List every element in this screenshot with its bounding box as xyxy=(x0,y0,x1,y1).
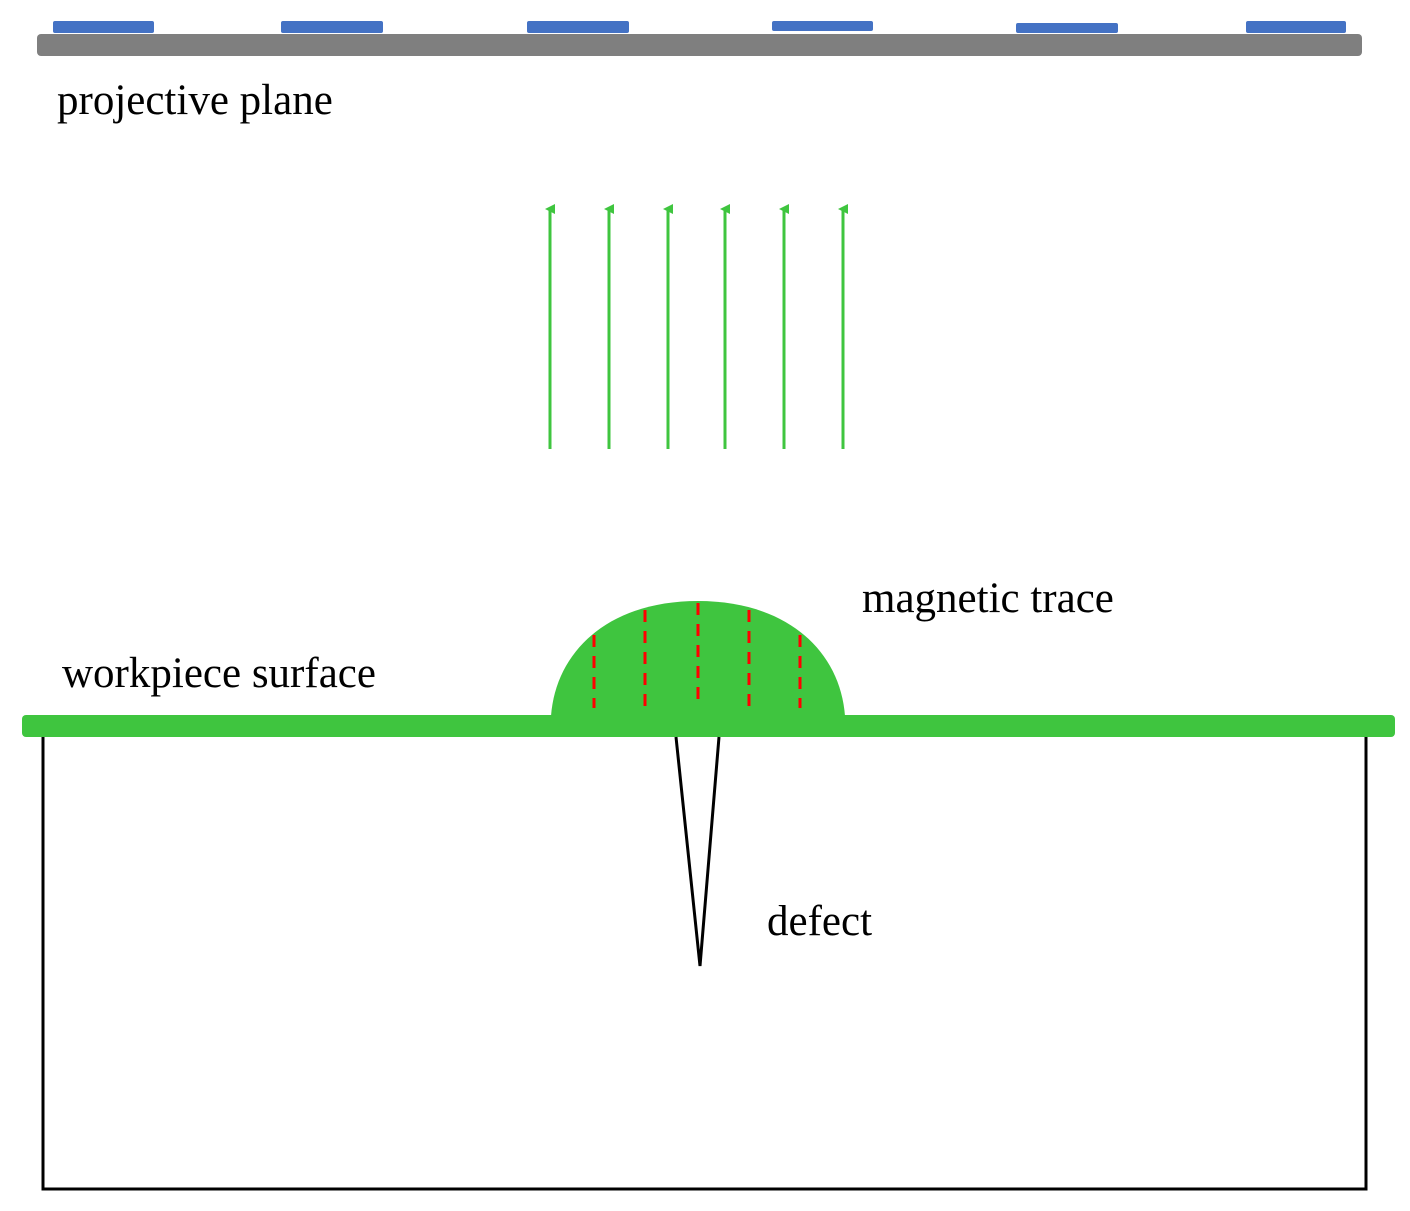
projective-plane-group xyxy=(37,21,1362,56)
sensor xyxy=(772,21,873,31)
sensor xyxy=(53,21,154,33)
defect-crack xyxy=(674,736,721,967)
workpiece-surface-label: workpiece surface xyxy=(62,650,376,697)
magnetic-trace-label: magnetic trace xyxy=(862,575,1114,622)
projective-plane-bar xyxy=(37,34,1362,56)
workpiece-body xyxy=(41,728,1368,1191)
sensor xyxy=(1246,21,1346,33)
leakage-field-arrows xyxy=(545,204,848,449)
sensor xyxy=(281,21,383,33)
projective-plane-label: projective plane xyxy=(57,77,333,124)
inner-field-lines xyxy=(592,603,802,708)
defect-label: defect xyxy=(767,898,872,945)
sensor xyxy=(527,21,629,33)
magnetic-trace-dome xyxy=(551,601,845,716)
workpiece-surface-bar xyxy=(22,715,1395,737)
sensor xyxy=(1016,23,1118,33)
